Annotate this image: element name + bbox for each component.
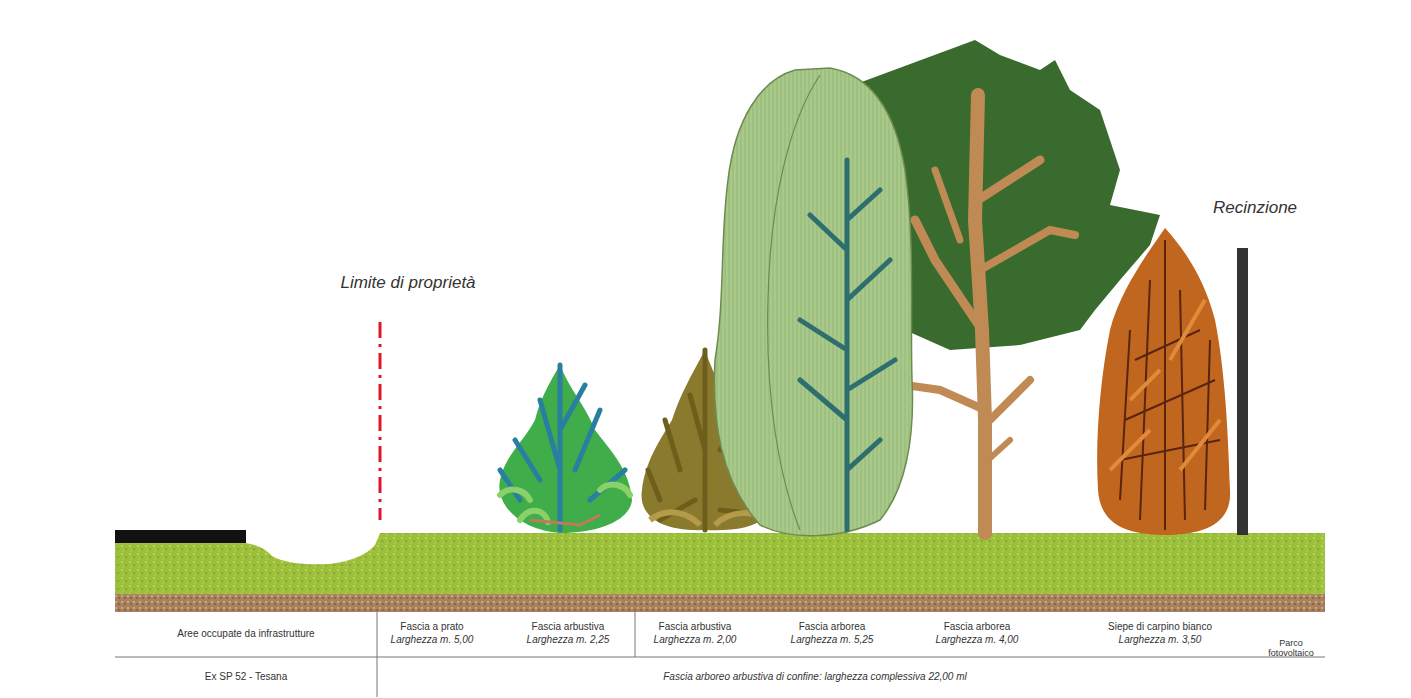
table-cell: Larghezza m. 2,00 xyxy=(654,634,737,646)
road xyxy=(115,530,246,543)
fence-label: Recinzione xyxy=(1213,198,1297,218)
table-cell: Aree occupate da infrastrutture xyxy=(177,628,314,640)
table-cell: Siepe di carpino bianco xyxy=(1108,621,1212,633)
poplar-tree xyxy=(714,68,912,536)
ground-grass xyxy=(115,533,1325,596)
table-grid xyxy=(115,612,1325,697)
oak-trunk xyxy=(905,95,1075,533)
hornbeam-hedge xyxy=(1097,228,1230,535)
boundary-label: Limite di proprietà xyxy=(340,273,475,293)
table-cell: Larghezza m. 2,25 xyxy=(527,634,610,646)
table-cell: Fascia a prato xyxy=(400,621,463,633)
shrub-green xyxy=(499,365,632,533)
table-cell: Fascia arboreo arbustiva di confine: lar… xyxy=(663,671,967,683)
table-cell: Larghezza m. 3,50 xyxy=(1119,634,1202,646)
ground-soil xyxy=(115,594,1325,612)
table-cell: Fascia arborea xyxy=(944,621,1011,633)
ditch xyxy=(245,533,380,564)
table-cell: Ex SP 52 - Tesana xyxy=(205,671,287,683)
fence-post xyxy=(1237,248,1248,535)
table-cell: Fascia arbustiva xyxy=(659,621,732,633)
table-cell: Fascia arbustiva xyxy=(532,621,605,633)
table-cell: Larghezza m. 5,00 xyxy=(391,634,474,646)
property-line xyxy=(379,322,382,520)
table-cell: Parco fotovoltaico xyxy=(1260,638,1322,659)
table-cell: Larghezza m. 4,00 xyxy=(936,634,1019,646)
table-cell: Fascia arborea xyxy=(799,621,866,633)
table-cell: Larghezza m. 5,25 xyxy=(791,634,874,646)
